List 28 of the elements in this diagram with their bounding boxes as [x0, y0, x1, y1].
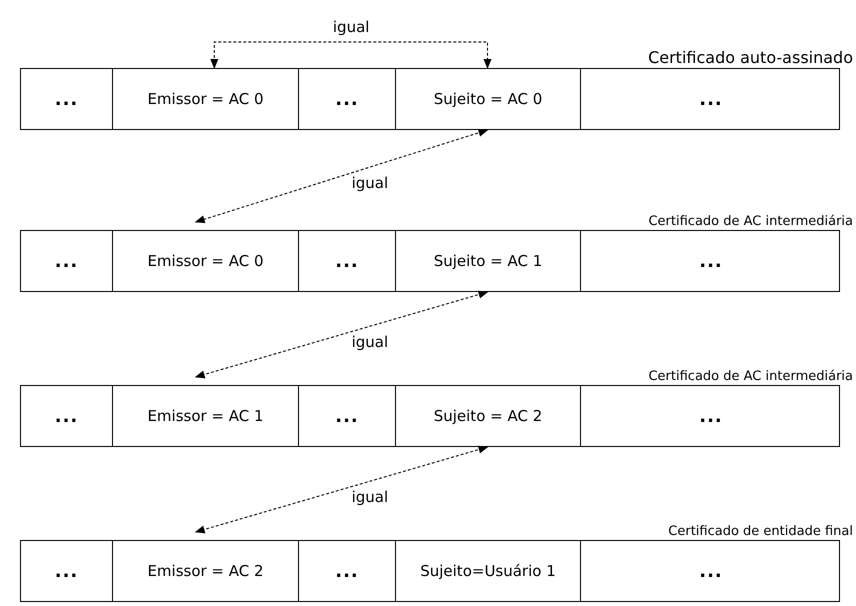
ellipsis-cell: ...: [21, 231, 113, 291]
field-cell: Sujeito = AC 0: [396, 69, 581, 129]
certificate-heading: Certificado de AC intermediária: [648, 214, 853, 229]
ellipsis-cell: ...: [299, 541, 396, 601]
certificate-heading: Certificado de entidade final: [668, 524, 853, 539]
ellipsis-cell: ...: [21, 386, 113, 446]
dashed-arrow: [194, 290, 488, 378]
field-cell: Emissor = AC 1: [113, 386, 299, 446]
dashed-arrow: [194, 446, 488, 534]
certificate-heading: Certificado de AC intermediária: [648, 369, 853, 384]
ellipsis-cell: ...: [299, 386, 396, 446]
ellipsis-cell: ...: [581, 386, 841, 446]
ellipsis-cell: ...: [581, 231, 841, 291]
field-cell: Sujeito=Usuário 1: [396, 541, 581, 601]
ellipsis-cell: ...: [299, 231, 396, 291]
field-cell: Emissor = AC 0: [113, 231, 299, 291]
field-cell: Emissor = AC 0: [113, 69, 299, 129]
ellipsis-cell: ...: [21, 541, 113, 601]
field-cell: Emissor = AC 2: [113, 541, 299, 601]
dashed-arrow: [194, 128, 488, 224]
field-cell: Sujeito = AC 2: [396, 386, 581, 446]
dashed-arrow: [210, 42, 492, 69]
certificate-heading: Certificado auto-assinado: [648, 48, 853, 67]
ellipsis-cell: ...: [21, 69, 113, 129]
field-cell: Sujeito = AC 1: [396, 231, 581, 291]
ellipsis-cell: ...: [299, 69, 396, 129]
ellipsis-cell: ...: [581, 69, 841, 129]
ellipsis-cell: ...: [581, 541, 841, 601]
